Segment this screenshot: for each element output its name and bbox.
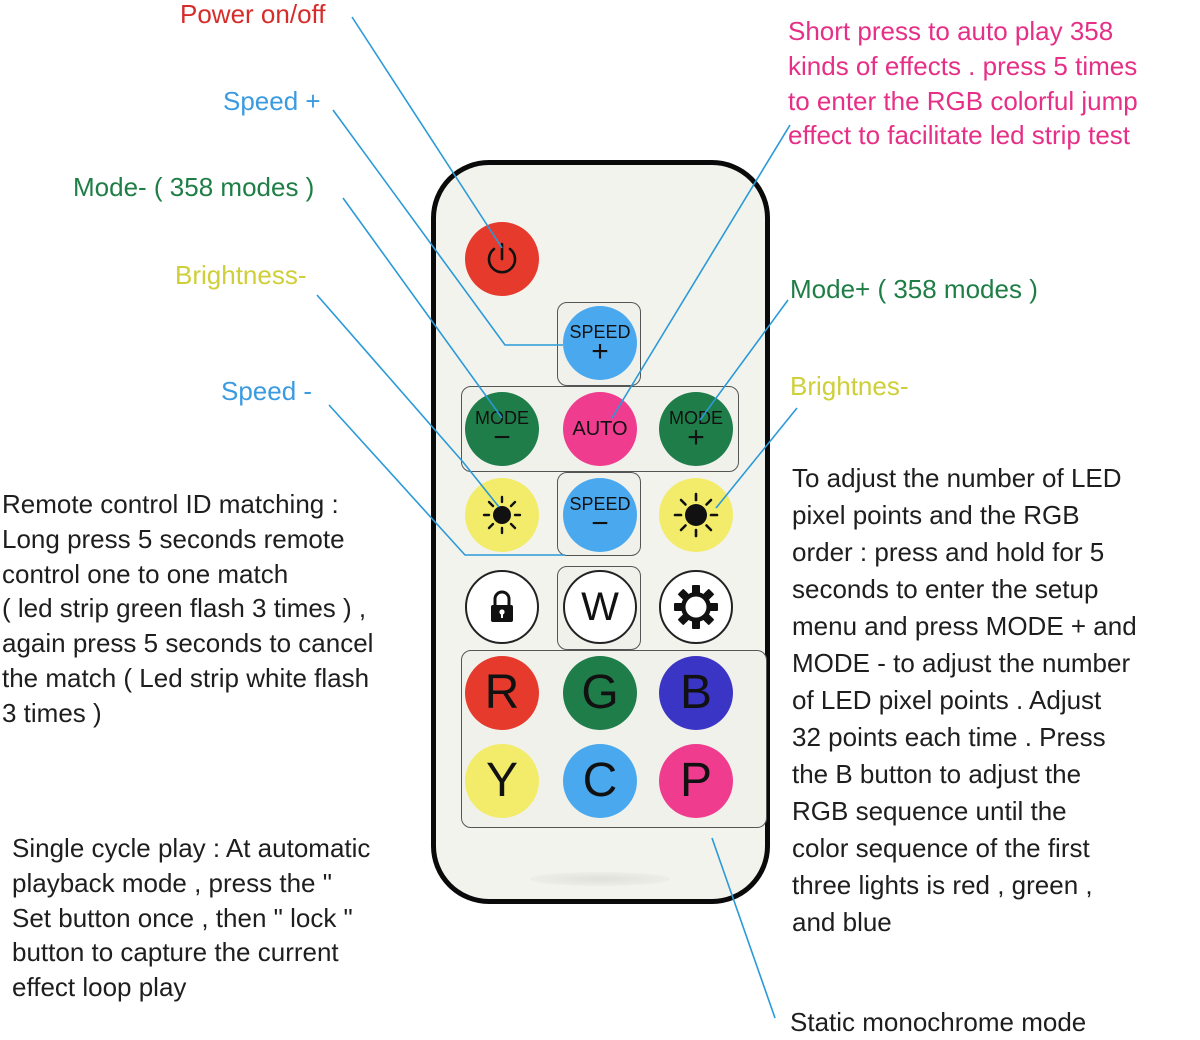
speed-up-label: SPEED xyxy=(569,322,631,342)
yellow-label: Y xyxy=(485,754,518,807)
white-label: W xyxy=(581,585,619,629)
label-speed-minus: Speed - xyxy=(221,376,313,406)
gear-icon xyxy=(674,585,718,629)
lock-button[interactable] xyxy=(465,570,539,644)
desc-single-cycle: Single cycle play : At automatic playbac… xyxy=(12,833,371,1003)
leader-speed-up xyxy=(332,109,563,346)
label-static-mode: Static monochrome mode xyxy=(790,1007,1087,1037)
label-brightness-minus: Brightness- xyxy=(175,260,307,290)
sun-icon xyxy=(482,495,522,535)
leader-static xyxy=(711,837,776,1019)
desc-setup: To adjust the number of LED pixel points… xyxy=(792,463,1137,937)
cyan-label: C xyxy=(582,754,618,807)
speed-down-symbol: − xyxy=(591,507,609,540)
leader-mode-down xyxy=(342,197,503,419)
white-button[interactable]: W xyxy=(563,570,637,644)
mode-down-button[interactable]: MODE − xyxy=(465,392,539,466)
power-icon xyxy=(487,242,517,274)
remote-bottom-shadow xyxy=(530,872,670,886)
settings-button[interactable] xyxy=(659,570,733,644)
leader-brightness-up xyxy=(715,407,798,509)
power-button[interactable] xyxy=(465,222,539,296)
speed-down-label: SPEED xyxy=(569,494,631,514)
cyan-button[interactable]: C xyxy=(563,744,637,818)
mode-up-label: MODE xyxy=(669,408,723,428)
leader-speed-down xyxy=(328,404,565,556)
speed-down-button[interactable]: SPEED − xyxy=(563,478,637,552)
brightness-up-button[interactable] xyxy=(659,478,733,552)
blue-button[interactable]: B xyxy=(659,656,733,730)
label-mode-plus: Mode+ ( 358 modes ) xyxy=(790,274,1038,304)
leader-auto xyxy=(611,124,791,419)
leader-brightness-down xyxy=(316,294,500,508)
label-power: Power on/off xyxy=(180,0,326,29)
speed-up-symbol: + xyxy=(591,335,609,368)
desc-auto-play: Short press to auto play 358 kinds of ef… xyxy=(788,16,1138,151)
mode-up-button[interactable]: MODE + xyxy=(659,392,733,466)
red-label: R xyxy=(484,666,520,719)
label-mode-minus: Mode- ( 358 modes ) xyxy=(73,172,315,202)
auto-button[interactable]: AUTO xyxy=(563,392,637,466)
speed-up-button[interactable]: SPEED + xyxy=(563,306,637,380)
lock-icon xyxy=(491,590,513,622)
auto-label: AUTO xyxy=(572,418,628,440)
pink-button[interactable]: P xyxy=(659,744,733,818)
leader-power xyxy=(351,16,503,249)
brightness-down-button[interactable] xyxy=(465,478,539,552)
leader-mode-up xyxy=(699,299,789,421)
mode-up-symbol: + xyxy=(687,421,705,454)
sun-icon xyxy=(673,492,719,538)
label-speed-plus: Speed + xyxy=(223,86,321,116)
green-label: G xyxy=(581,666,619,719)
green-button[interactable]: G xyxy=(563,656,637,730)
yellow-button[interactable]: Y xyxy=(465,744,539,818)
blue-label: B xyxy=(679,666,712,719)
mode-down-symbol: − xyxy=(493,421,511,454)
red-button[interactable]: R xyxy=(465,656,539,730)
label-brightness-plus: Brightnes- xyxy=(790,371,909,401)
desc-id-matching: Remote control ID matching : Long press … xyxy=(2,489,374,728)
pink-label: P xyxy=(679,754,712,807)
